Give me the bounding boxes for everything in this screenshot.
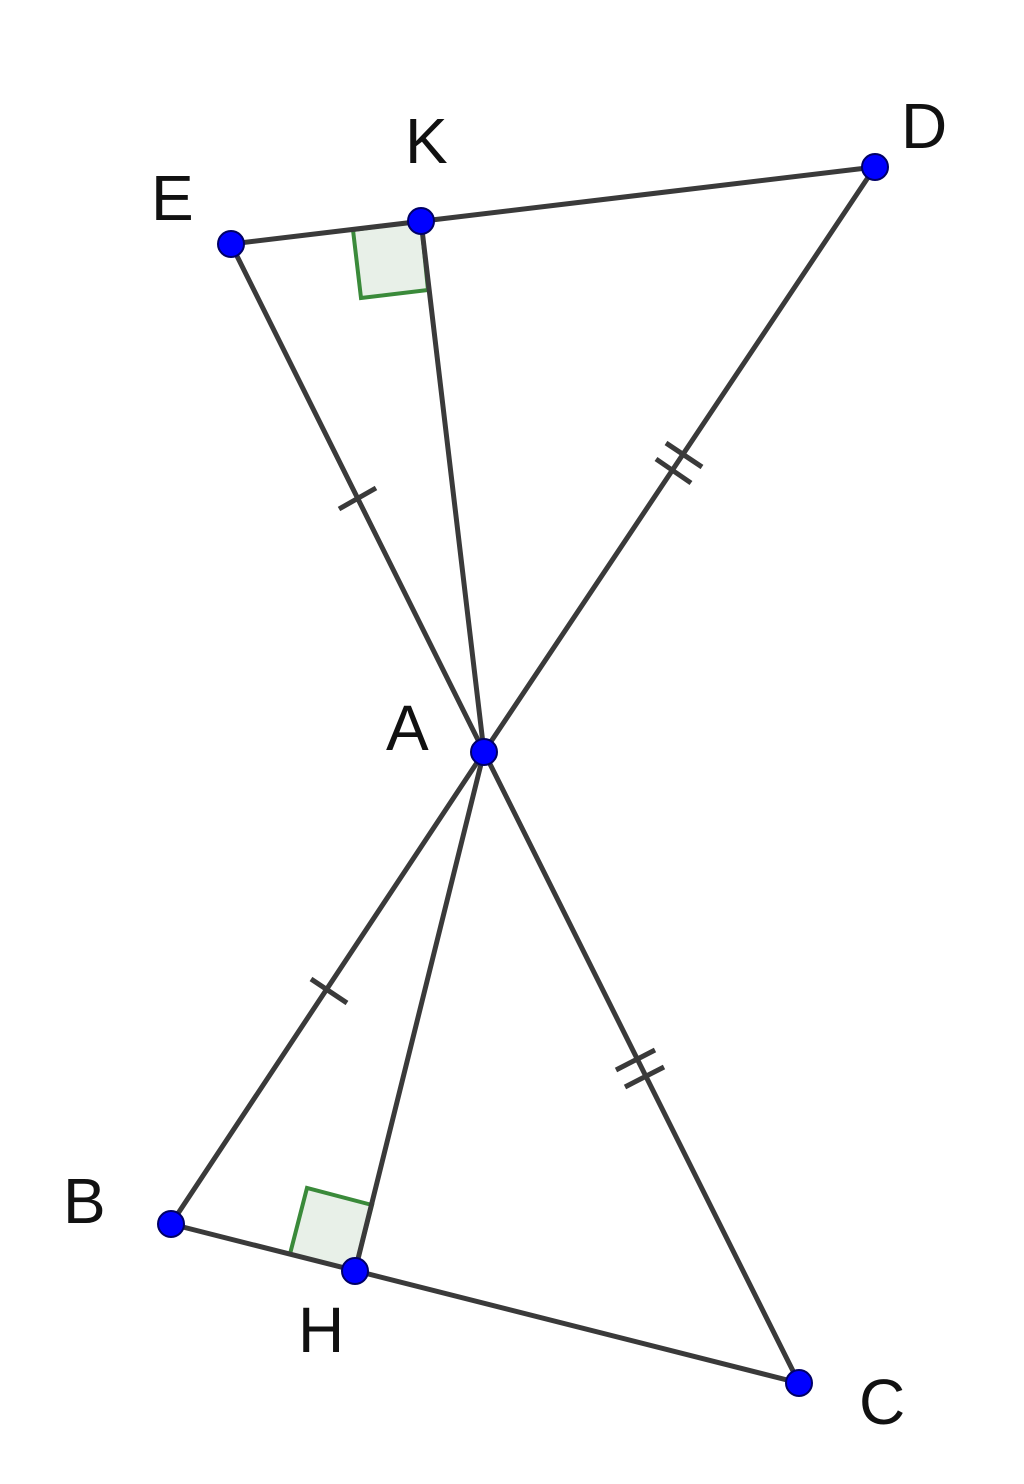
point-b[interactable] [157,1210,185,1238]
tick-mark-ac-1 [614,1047,657,1073]
segment-bc [168,1221,802,1386]
label-e: E [151,162,194,234]
point-h[interactable] [341,1257,369,1285]
segment-da [481,164,878,755]
label-b: B [63,1165,106,1237]
tick-mark-ad-2 [664,440,704,470]
tick-mark-ae [337,485,378,512]
segment-ed [228,164,878,247]
point-a[interactable] [470,738,498,766]
segment-ha [352,749,487,1274]
segment-ka [418,218,487,755]
tick-mark-ac-2 [623,1064,666,1090]
tick-mark-ad-1 [654,456,693,486]
label-c: C [859,1366,905,1438]
segment-ca [481,749,802,1386]
tick-mark-ab [309,976,349,1006]
point-d[interactable] [861,153,889,181]
point-labels: E K D A B H C [63,90,947,1438]
point-c[interactable] [785,1369,813,1397]
label-a: A [386,692,429,764]
segments [168,164,878,1386]
label-h: H [298,1294,344,1366]
points [157,153,889,1397]
point-k[interactable] [407,207,435,235]
label-d: D [901,90,947,162]
point-e[interactable] [217,230,245,258]
tick-marks [309,440,704,1090]
label-k: K [405,105,448,177]
